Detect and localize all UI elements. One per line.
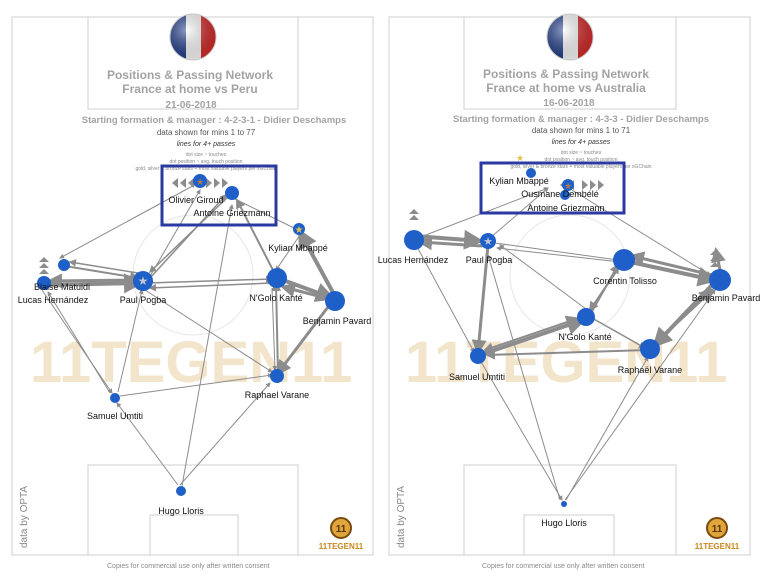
- match-title: France at home vs Peru: [122, 82, 257, 96]
- player-dot-giroud: [193, 174, 207, 188]
- player-dot-tolisso: [613, 249, 635, 271]
- player-dot-mbappe: [526, 168, 536, 178]
- player-dot-pogba: [480, 233, 496, 249]
- brand-logo: 11 11TEGEN11: [695, 517, 740, 551]
- player-dot-matuidi: [58, 259, 70, 271]
- player-dot-mbappe: [293, 223, 305, 235]
- panel-title: Positions & Passing Network: [483, 67, 649, 81]
- player-dot-lloris: [176, 486, 186, 496]
- legend-line-3: gold, silver & bronze stars = most valua…: [135, 166, 276, 172]
- panel-title: Positions & Passing Network: [107, 68, 273, 82]
- panel-right: 11TEGEN11 Positions & Passing Network Fr…: [378, 13, 761, 556]
- silver-star-icon: ★: [483, 236, 493, 248]
- player-label-hernandez: Lucas Hernández: [378, 255, 449, 265]
- minutes-text: data shown for mins 1 to 71: [532, 126, 631, 135]
- player-dots: [37, 174, 345, 496]
- brand-name: 11TEGEN11: [695, 542, 740, 551]
- player-label-tolisso: Corentin Tolisso: [593, 276, 657, 286]
- lines-note: lines for 4+ passes: [177, 141, 236, 148]
- pass-lines: [41, 181, 338, 487]
- player-label-lloris: Hugo Lloris: [158, 506, 204, 516]
- player-label-pogba: Paul Pogba: [120, 295, 167, 305]
- player-dot-varane: [640, 339, 660, 359]
- player-dot-umtiti: [470, 348, 486, 364]
- player-dot-kante: [577, 308, 595, 326]
- player-dot-griezmann: [225, 186, 239, 200]
- svg-text:11: 11: [336, 524, 347, 535]
- france-flag-icon: [169, 13, 217, 61]
- player-label-giroud: Olivier Giroud: [168, 195, 223, 205]
- player-label-pavard: Benjamin Pavard: [303, 316, 372, 326]
- player-dot-hernandez: [404, 230, 424, 250]
- center-circle: [509, 214, 631, 336]
- formation-text: Starting formation & manager : 4-2-3-1 -…: [82, 115, 346, 126]
- france-flag-icon: [546, 13, 594, 61]
- player-label-matuidi: Blaise Matuidi: [34, 282, 90, 292]
- data-credit: data by OPTA: [396, 486, 407, 548]
- legend-line-1: dot size ~ touches: [186, 152, 227, 158]
- player-dot-kante: [267, 268, 287, 288]
- goal-box-bottom: [523, 514, 615, 556]
- highlight-box: [160, 164, 278, 227]
- match-title: France at home vs Australia: [486, 81, 646, 95]
- player-label-pogba: Paul Pogba: [466, 255, 513, 265]
- player-label-griezmann: Antoine Griezmann: [193, 208, 270, 218]
- player-dot-pavard: [709, 269, 731, 291]
- player-dot-pavard: [325, 291, 345, 311]
- player-label-griezmann: Antoine Griezmann: [527, 203, 604, 213]
- player-label-dembele: Ousmane Dembélé: [521, 189, 599, 199]
- svg-text:11: 11: [712, 524, 723, 535]
- player-label-varane: Raphael Varane: [245, 390, 309, 400]
- watermark: 11TEGEN11: [405, 330, 727, 395]
- legend-line-2: dot position ~ avg. touch position: [545, 157, 618, 163]
- gold-star-icon: ★: [295, 225, 304, 236]
- silver-star-icon: ★: [138, 274, 149, 288]
- match-date: 16-06-2018: [543, 98, 595, 109]
- highlight-box: [479, 161, 626, 215]
- brand-name: 11TEGEN11: [319, 542, 364, 551]
- player-label-pavard: Benjamin Pavard: [692, 293, 761, 303]
- player-label-umtiti: Samuel Umtiti: [449, 372, 505, 382]
- bronze-star-icon: ★: [564, 181, 572, 191]
- gold-star-icon: ★: [516, 153, 524, 163]
- legend-line-2: dot position ~ avg. touch position: [170, 159, 243, 165]
- watermark: 11TEGEN11: [30, 330, 352, 395]
- minutes-text: data shown for mins 1 to 77: [157, 128, 256, 137]
- player-label-mbappe: Kylian Mbappé: [489, 176, 549, 186]
- match-date: 21-06-2018: [165, 100, 217, 111]
- brand-logo: 11 11TEGEN11: [319, 517, 364, 551]
- player-dot-griezmann: [560, 190, 570, 200]
- data-credit: data by OPTA: [19, 486, 30, 548]
- bronze-star-icon: ★: [196, 177, 204, 187]
- legend-line-1: dot size ~ touches: [561, 150, 602, 156]
- player-dot-varane: [270, 369, 284, 383]
- footer-copyright-left: Copies for commercial use only after wri…: [107, 563, 270, 570]
- direction-markers: [39, 178, 228, 274]
- lines-note: lines for 4+ passes: [552, 139, 611, 146]
- panel-left: 11TEGEN11 Positions & Passing Network Fr…: [11, 13, 374, 556]
- player-label-mbappe: Kylian Mbappé: [268, 243, 328, 253]
- player-label-umtiti: Samuel Umtiti: [87, 411, 143, 421]
- footer-copyright-right: Copies for commercial use only after wri…: [482, 563, 645, 570]
- player-dots: [404, 168, 731, 507]
- player-dot-pogba: [133, 271, 153, 291]
- player-dot-umtiti: [110, 393, 120, 403]
- formation-text: Starting formation & manager : 4-3-3 - D…: [453, 114, 709, 125]
- player-dot-hernandez: [37, 276, 51, 290]
- player-dot-dembele: [562, 179, 574, 191]
- player-dot-lloris: [561, 501, 567, 507]
- player-label-kante: N'Golo Kanté: [249, 293, 302, 303]
- player-label-lloris: Hugo Lloris: [541, 518, 587, 528]
- goal-box-bottom: [149, 514, 239, 556]
- legend-line-3: gold, silver & bronze stars = most valua…: [510, 164, 651, 170]
- player-label-varane: Raphaël Varane: [618, 365, 682, 375]
- player-label-hernandez: Lucas Hernández: [18, 295, 89, 305]
- player-label-kante: N'Golo Kanté: [558, 332, 611, 342]
